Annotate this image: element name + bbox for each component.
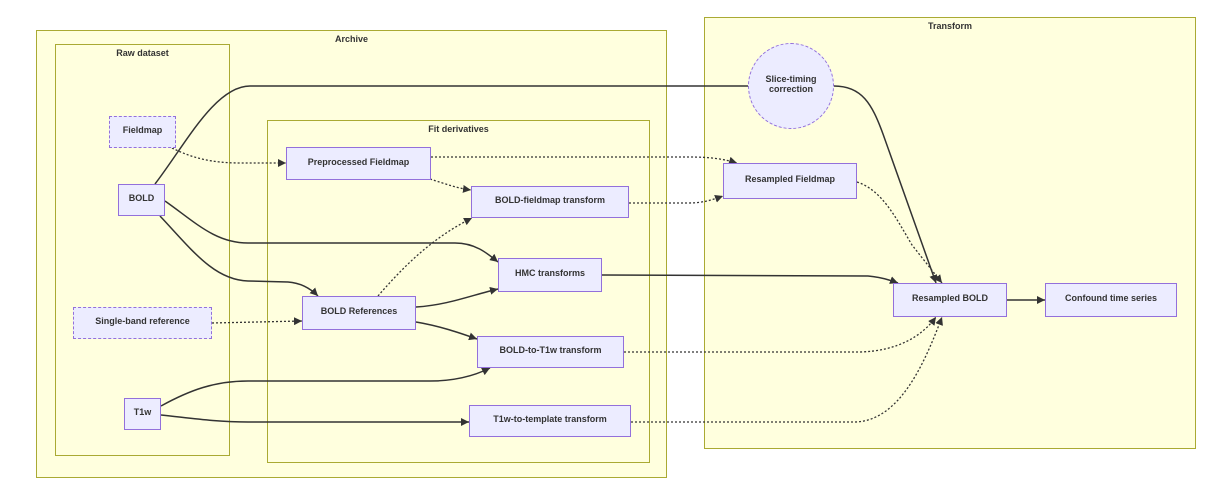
cluster-raw-dataset-title: Raw dataset xyxy=(116,48,169,58)
node-t1w-to-template-transform: T1w-to-template transform xyxy=(469,405,631,437)
edge-single-band-reference-to-bold-references xyxy=(211,317,303,326)
edge-bold-to-bold-references xyxy=(159,215,319,297)
node-resampled-fieldmap: Resampled Fieldmap xyxy=(723,163,857,199)
node-bold-fieldmap-transform: BOLD-fieldmap transform xyxy=(471,186,629,218)
edge-preprocessed-fieldmap-to-resampled-fieldmap xyxy=(431,156,738,165)
edge-bold-fieldmap-transform-to-resampled-fieldmap xyxy=(629,194,724,204)
node-single-band-reference: Single-band reference xyxy=(73,307,212,339)
edge-bold-references-to-bold-fieldmap-transform xyxy=(377,217,473,297)
edge-t1w-to-t1w-to-template-transform xyxy=(160,414,469,426)
edge-bold-to-t1w-transform-to-resampled-bold xyxy=(624,316,937,353)
node-hmc-transforms: HMC transforms xyxy=(498,258,602,292)
edge-preprocessed-fieldmap-to-bold-fieldmap-transform xyxy=(429,178,472,193)
edge-hmc-transforms-to-resampled-bold xyxy=(601,274,899,284)
node-resampled-bold: Resampled BOLD xyxy=(893,283,1007,317)
edge-bold-to-slice-timing-correction xyxy=(154,85,748,185)
edge-slice-timing-correction-to-resampled-bold xyxy=(833,85,938,284)
node-t1w: T1w xyxy=(124,398,161,430)
node-slice-timing-correction: Slice-timing correction xyxy=(748,43,834,129)
edge-bold-references-to-hmc-transforms xyxy=(415,286,499,308)
edge-t1w-to-bold-to-t1w-transform xyxy=(160,367,491,407)
node-bold-to-t1w-transform: BOLD-to-T1w transform xyxy=(477,336,624,368)
cluster-raw-dataset: Raw dataset xyxy=(55,44,230,456)
node-bold-references: BOLD References xyxy=(302,296,416,330)
edge-fieldmap-to-preprocessed-fieldmap xyxy=(171,147,286,167)
node-confound-time-series: Confound time series xyxy=(1045,283,1177,317)
cluster-transform-title: Transform xyxy=(927,21,972,31)
node-fieldmap: Fieldmap xyxy=(109,116,176,148)
edge-resampled-fieldmap-to-resampled-bold xyxy=(856,181,943,284)
node-bold: BOLD xyxy=(118,184,165,216)
edge-bold-to-hmc-transforms xyxy=(164,200,499,263)
cluster-archive-title: Archive xyxy=(334,34,369,44)
cluster-fit-derivatives-title: Fit derivatives xyxy=(428,124,489,134)
edge-bold-references-to-bold-to-t1w-transform xyxy=(415,321,478,341)
edge-t1w-to-template-transform-to-resampled-bold xyxy=(631,316,943,423)
node-preprocessed-fieldmap: Preprocessed Fieldmap xyxy=(286,147,431,180)
